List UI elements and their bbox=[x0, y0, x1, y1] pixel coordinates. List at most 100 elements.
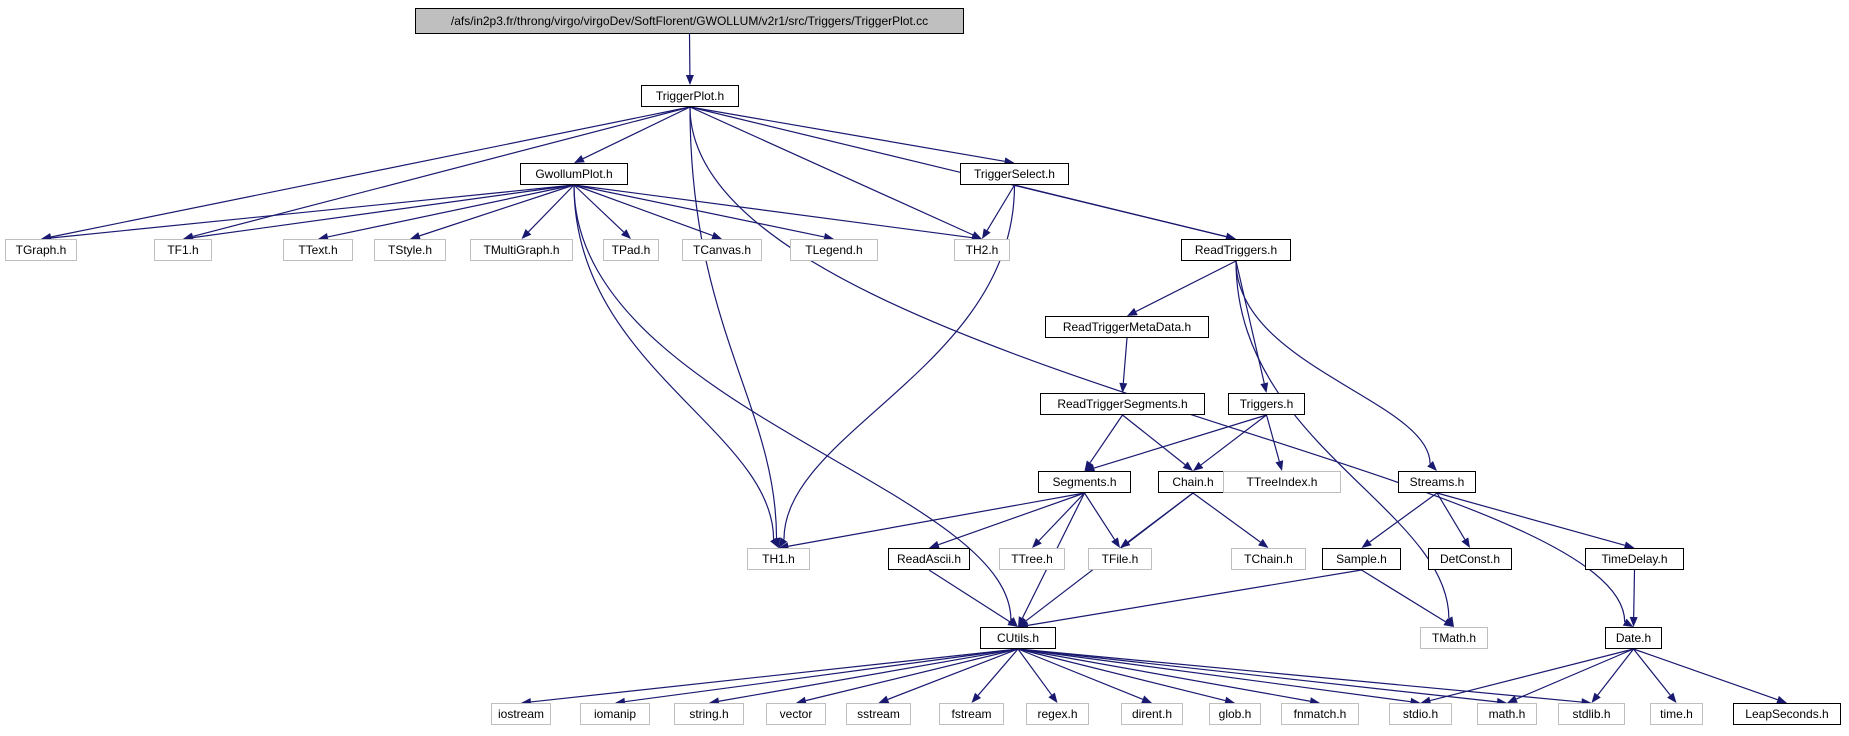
edge-gwollumplot-to-tgraph bbox=[50, 184, 575, 239]
node-segments[interactable]: Segments.h bbox=[1038, 471, 1131, 493]
edge-triggerselect-to-th2 bbox=[986, 184, 1016, 231]
arrowhead-cutils-to-glob bbox=[1224, 696, 1235, 705]
node-th2[interactable]: TH2.h bbox=[954, 239, 1010, 261]
node-dirent[interactable]: dirent.h bbox=[1121, 703, 1183, 725]
node-ttree[interactable]: TTree.h bbox=[999, 548, 1065, 570]
edge-triggers-to-ttreeindex bbox=[1265, 414, 1280, 462]
node-readtriggermetadata[interactable]: ReadTriggerMetaData.h bbox=[1045, 316, 1209, 338]
node-fstream[interactable]: fstream bbox=[939, 703, 1004, 725]
node-gwollumplot[interactable]: GwollumPlot.h bbox=[520, 163, 628, 185]
node-tgraph[interactable]: TGraph.h bbox=[5, 239, 77, 261]
edge-triggers-to-segments bbox=[1093, 414, 1267, 469]
edge-gwollumplot-to-tcanvas bbox=[573, 184, 713, 237]
edge-cutils-to-stringh bbox=[718, 648, 1019, 702]
node-tcanvas[interactable]: TCanvas.h bbox=[682, 239, 762, 261]
node-timeh[interactable]: time.h bbox=[1650, 703, 1703, 725]
node-stdlib[interactable]: stdlib.h bbox=[1558, 703, 1625, 725]
node-stringh[interactable]: string.h bbox=[674, 703, 744, 725]
node-th1[interactable]: TH1.h bbox=[747, 548, 810, 570]
arrowhead-date-to-stdio bbox=[1420, 696, 1432, 705]
arrowhead-triggerplot-to-gwollumplot bbox=[574, 155, 585, 163]
node-triggerselect[interactable]: TriggerSelect.h bbox=[960, 163, 1069, 185]
edge-segments-to-th1 bbox=[788, 492, 1085, 547]
arrowhead-date-to-leapseconds bbox=[1776, 695, 1787, 704]
arrowhead-timedelay-to-date bbox=[1629, 616, 1638, 627]
node-ttext[interactable]: TText.h bbox=[283, 239, 353, 261]
arrowhead-gwollumplot-to-tmultigraph bbox=[521, 229, 532, 239]
node-readtriggersegments[interactable]: ReadTriggerSegments.h bbox=[1040, 393, 1205, 415]
arrowhead-gwollumplot-to-tlegend bbox=[823, 233, 834, 241]
arrowhead-streams-to-detconst bbox=[1461, 537, 1470, 548]
node-chain[interactable]: Chain.h bbox=[1158, 471, 1228, 493]
node-ttreeindex[interactable]: TTreeIndex.h bbox=[1223, 471, 1341, 493]
node-tf1[interactable]: TF1.h bbox=[154, 239, 212, 261]
node-cutils[interactable]: CUtils.h bbox=[980, 627, 1056, 649]
edge-cutils-to-fnmatch bbox=[1017, 648, 1311, 702]
edge-sample-to-tmath bbox=[1361, 569, 1446, 623]
edge-date-to-timeh bbox=[1633, 648, 1671, 696]
arrowhead-segments-to-tfile bbox=[1111, 537, 1120, 548]
edge-readtriggers-to-readtriggermetadata bbox=[1135, 260, 1237, 313]
edge-readtriggers-to-tmath bbox=[1235, 260, 1450, 619]
node-date[interactable]: Date.h bbox=[1605, 627, 1662, 649]
node-stdio[interactable]: stdio.h bbox=[1389, 703, 1452, 725]
edge-cutils-to-iostream bbox=[530, 648, 1019, 703]
arrowhead-root-to-triggerplot bbox=[685, 74, 694, 85]
edge-date-to-stdio bbox=[1430, 648, 1634, 702]
node-streams[interactable]: Streams.h bbox=[1398, 471, 1476, 493]
edge-cutils-to-stdio bbox=[1017, 648, 1411, 703]
arrowhead-gwollumplot-to-ttext bbox=[318, 233, 329, 241]
node-tstyle[interactable]: TStyle.h bbox=[374, 239, 446, 261]
edge-triggerplot-to-tgraph bbox=[50, 106, 691, 238]
arrowhead-cutils-to-regex bbox=[1048, 692, 1058, 703]
node-tchain[interactable]: TChain.h bbox=[1231, 548, 1306, 570]
node-iomanip[interactable]: iomanip bbox=[580, 703, 650, 725]
node-root[interactable]: /afs/in2p3.fr/throng/virgo/virgoDev/Soft… bbox=[415, 8, 964, 34]
node-tlegend[interactable]: TLegend.h bbox=[790, 239, 878, 261]
node-mathh[interactable]: math.h bbox=[1477, 703, 1537, 725]
arrowhead-date-to-timeh bbox=[1667, 692, 1677, 703]
arrowhead-chain-to-tfile bbox=[1120, 538, 1131, 548]
node-tfile[interactable]: TFile.h bbox=[1088, 548, 1152, 570]
node-readtriggers[interactable]: ReadTriggers.h bbox=[1181, 239, 1291, 261]
edge-triggerselect-to-readtriggers bbox=[1014, 184, 1227, 238]
node-detconst[interactable]: DetConst.h bbox=[1428, 548, 1512, 570]
node-triggerplot[interactable]: TriggerPlot.h bbox=[641, 85, 739, 107]
node-regex[interactable]: regex.h bbox=[1026, 703, 1089, 725]
node-tmultigraph[interactable]: TMultiGraph.h bbox=[470, 239, 573, 261]
arrowhead-readtriggers-to-triggers bbox=[1260, 382, 1269, 393]
arrowhead-gwollumplot-to-tstyle bbox=[410, 232, 421, 240]
node-glob[interactable]: glob.h bbox=[1209, 703, 1261, 725]
edge-segments-to-ttree bbox=[1038, 492, 1085, 542]
edge-streams-to-sample bbox=[1369, 492, 1438, 543]
arrowhead-readtriggersegments-to-segments bbox=[1084, 460, 1094, 471]
node-sstream[interactable]: sstream bbox=[846, 703, 911, 725]
edge-timedelay-to-date bbox=[1633, 569, 1636, 618]
edge-date-to-stdlib bbox=[1597, 648, 1634, 696]
edge-gwollumplot-to-tpad bbox=[573, 184, 625, 233]
edge-readtriggers-to-triggers bbox=[1235, 260, 1265, 384]
node-leapseconds[interactable]: LeapSeconds.h bbox=[1733, 703, 1841, 725]
arrowhead-date-to-stdlib bbox=[1591, 692, 1601, 703]
node-tpad[interactable]: TPad.h bbox=[603, 239, 659, 261]
node-fnmatch[interactable]: fnmatch.h bbox=[1281, 703, 1359, 725]
edge-streams-to-detconst bbox=[1436, 492, 1466, 540]
edge-triggers-to-chain bbox=[1200, 414, 1267, 466]
edge-triggerplot-to-gwollumplot bbox=[582, 106, 691, 160]
node-timedelay[interactable]: TimeDelay.h bbox=[1585, 548, 1684, 570]
node-readascii[interactable]: ReadAscii.h bbox=[888, 548, 970, 570]
arrowhead-triggerselect-to-th1 bbox=[778, 537, 788, 548]
arrowhead-gwollumplot-to-tcanvas bbox=[711, 231, 722, 240]
edge-gwollumplot-to-tmultigraph bbox=[528, 184, 575, 233]
edge-cutils-to-glob bbox=[1017, 648, 1226, 702]
node-sample[interactable]: Sample.h bbox=[1322, 548, 1401, 570]
arrowhead-triggerplot-to-date bbox=[1622, 618, 1634, 627]
node-triggers[interactable]: Triggers.h bbox=[1228, 393, 1305, 415]
arrowhead-readtriggersegments-to-chain bbox=[1182, 461, 1193, 471]
edge-gwollumplot-to-tstyle bbox=[419, 184, 575, 237]
node-iostream[interactable]: iostream bbox=[491, 703, 551, 725]
node-vector[interactable]: vector bbox=[766, 703, 826, 725]
arrowhead-chain-to-tchain bbox=[1258, 538, 1269, 548]
node-tmath[interactable]: TMath.h bbox=[1420, 627, 1488, 649]
edge-cutils-to-mathh bbox=[1017, 648, 1498, 703]
